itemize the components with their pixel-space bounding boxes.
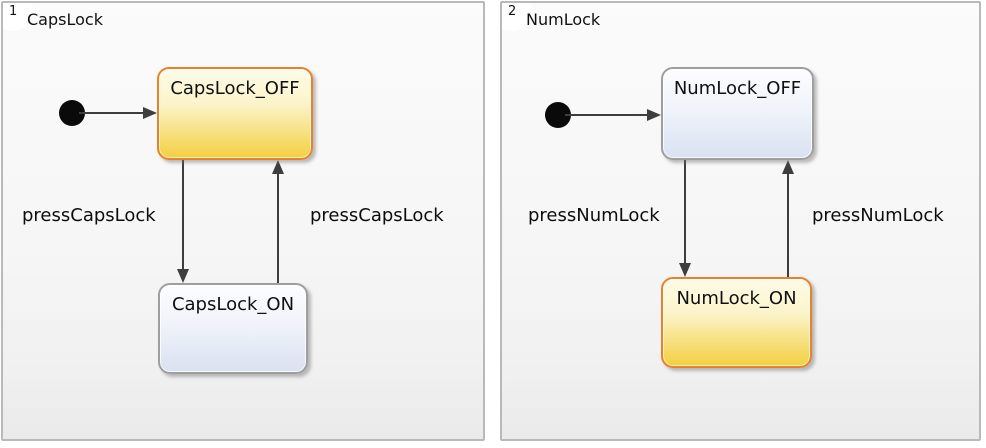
chart-panel-capslock: 1 CapsLock CapsLock_OFF CapsLock_ON pres… (1, 1, 485, 441)
transition-arrowhead-down (679, 263, 691, 277)
transition-arrowhead-down (177, 269, 189, 283)
state-label: CapsLock_OFF (170, 78, 300, 99)
state-label: NumLock_OFF (673, 78, 802, 99)
transition-label-presscapslock-left[interactable]: pressCapsLock (22, 205, 156, 226)
initial-state-dot[interactable] (59, 100, 85, 126)
state-capslock-on[interactable]: CapsLock_ON (158, 283, 308, 374)
state-label: CapsLock_ON (171, 294, 295, 315)
chart-title: CapsLock (27, 10, 103, 29)
state-capslock-off[interactable]: CapsLock_OFF (157, 67, 313, 160)
state-numlock-on[interactable]: NumLock_ON (661, 277, 812, 368)
transition-label-pressnumlock-right[interactable]: pressNumLock (812, 205, 944, 226)
state-label: NumLock_ON (676, 288, 797, 309)
initial-transition-arrowhead (143, 107, 157, 119)
transition-label-pressnumlock-left[interactable]: pressNumLock (528, 205, 660, 226)
transition-label-presscapslock-right[interactable]: pressCapsLock (310, 205, 444, 226)
chart-number: 1 (9, 4, 18, 19)
chart-title: NumLock (526, 10, 601, 29)
initial-transition-arrowhead (647, 109, 661, 121)
transition-arrowhead-up (782, 160, 794, 174)
state-numlock-off[interactable]: NumLock_OFF (661, 67, 814, 160)
transition-arrowhead-up (272, 160, 284, 174)
chart-panel-numlock: 2 NumLock NumLock_OFF NumLock_ON pressNu… (500, 1, 981, 441)
initial-state-dot[interactable] (545, 102, 571, 128)
chart-number: 2 (508, 4, 517, 19)
